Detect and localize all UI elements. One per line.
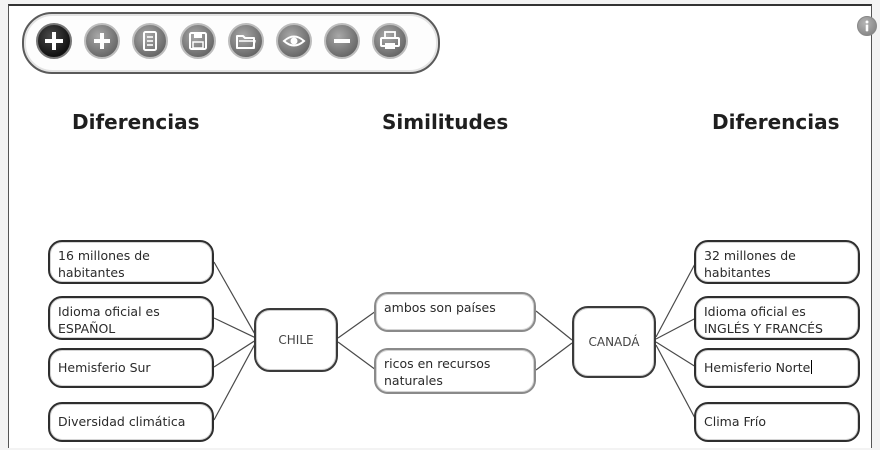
plus-icon: [94, 33, 110, 49]
right-item-population[interactable]: 32 millones de habitantes: [694, 240, 860, 284]
open-folder-button[interactable]: [228, 23, 264, 59]
right-item-language[interactable]: Idioma oficial es INGLÉS Y FRANCÉS: [694, 296, 860, 340]
new-node-button[interactable]: [36, 23, 72, 59]
toolbar: [22, 12, 440, 74]
plus-icon: [45, 32, 63, 50]
similarity-item-countries[interactable]: ambos son países: [374, 292, 536, 332]
remove-button[interactable]: [324, 23, 360, 59]
text-cursor: [811, 360, 813, 374]
left-item-climate[interactable]: Diversidad climática: [48, 402, 214, 442]
right-item-hemisphere[interactable]: Hemisferio Norte: [694, 348, 860, 388]
view-button[interactable]: [276, 23, 312, 59]
right-item-hemisphere-text: Hemisferio Norte: [704, 360, 811, 375]
add-button[interactable]: [84, 23, 120, 59]
left-item-hemisphere[interactable]: Hemisferio Sur: [48, 348, 214, 388]
heading-similarities: Similitudes: [382, 110, 509, 134]
heading-differences-left: Diferencias: [72, 110, 200, 134]
hub-canada[interactable]: CANADÁ: [572, 306, 656, 378]
info-icon[interactable]: [857, 16, 877, 36]
similarity-item-resources[interactable]: ricos en recursos naturales: [374, 348, 536, 394]
print-button[interactable]: [372, 23, 408, 59]
printer-icon: [380, 31, 400, 49]
floppy-disk-icon: [189, 32, 207, 50]
eye-icon: [282, 35, 306, 47]
folder-icon: [236, 35, 256, 49]
document-button[interactable]: [132, 23, 168, 59]
minus-icon: [334, 39, 350, 43]
left-item-language[interactable]: Idioma oficial es ESPAÑOL: [48, 296, 214, 340]
right-item-climate[interactable]: Clima Frío: [694, 402, 860, 442]
hub-chile[interactable]: CHILE: [254, 308, 338, 372]
document-icon: [143, 31, 157, 51]
left-item-population[interactable]: 16 millones de habitantes: [48, 240, 214, 284]
save-button[interactable]: [180, 23, 216, 59]
heading-differences-right: Diferencias: [712, 110, 840, 134]
